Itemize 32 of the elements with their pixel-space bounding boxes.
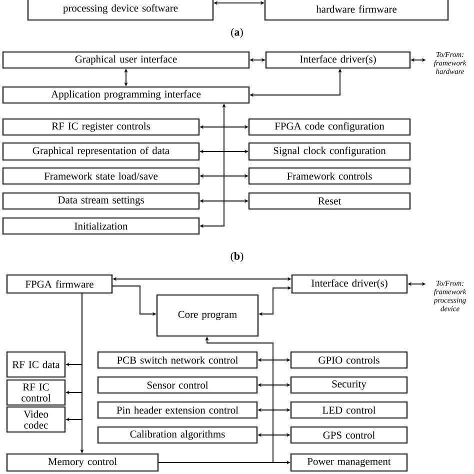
process-box: hardware firmware — [264, 0, 449, 21]
process-box: Interface driver(s) — [265, 51, 411, 69]
process-box: Sensor control — [97, 376, 258, 394]
process-box: Core program — [156, 294, 259, 337]
process-box: RF IC control — [6, 379, 66, 406]
process-box: GPIO controls — [290, 351, 408, 369]
process-box: Video codec — [6, 406, 66, 433]
process-box: Pin header extension control — [97, 401, 258, 419]
process-box: Memory control — [6, 453, 159, 472]
process-box: GPS control — [290, 426, 408, 444]
process-box: Calibration algorithms — [97, 426, 258, 444]
process-box: RF IC data — [6, 351, 66, 378]
process-box: FPGA code configuration — [248, 118, 411, 136]
process-box: Interface driver(s) — [291, 274, 408, 294]
subfigure-label: (a) — [231, 28, 243, 38]
process-box: Power management — [290, 453, 408, 472]
process-box: Data stream settings — [2, 192, 200, 210]
process-box: FPGA firmware — [6, 274, 113, 294]
process-box: Framework state load/save — [2, 167, 200, 185]
subfigure-label: (b) — [230, 252, 244, 262]
process-box: Security — [290, 376, 408, 394]
process-box: Initialization — [2, 217, 200, 235]
process-box: processing device software — [27, 0, 214, 21]
process-box: RF IC register controls — [2, 118, 200, 136]
process-box: Graphical user interface — [2, 51, 250, 69]
process-box: Framework controls — [248, 167, 411, 185]
process-box: Signal clock configuration — [248, 142, 411, 161]
process-box: PCB switch network control — [97, 351, 258, 369]
process-box: Application programming interface — [2, 86, 250, 104]
process-box: Reset — [248, 192, 411, 210]
process-box: LED control — [290, 401, 408, 419]
process-box: Graphical representation of data — [2, 142, 200, 161]
